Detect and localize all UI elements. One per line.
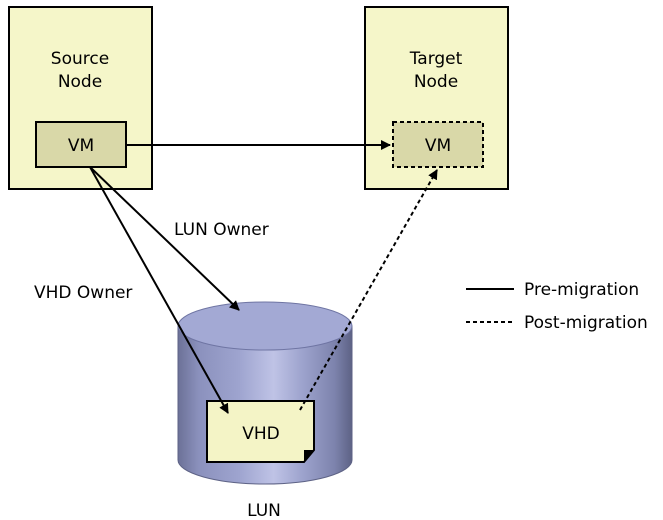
target-vm: VM xyxy=(392,121,484,168)
source-node-label-2: Node xyxy=(58,72,102,92)
vhd-owner-label: VHD Owner xyxy=(34,283,132,303)
vhd-label: VHD xyxy=(242,424,280,444)
lun-owner-label: LUN Owner xyxy=(174,220,269,240)
lun-label: LUN xyxy=(247,501,281,520)
legend-post-migration: Post-migration xyxy=(524,313,648,333)
source-vm-label: VM xyxy=(68,136,94,156)
lun-owner-arrow xyxy=(89,166,240,311)
source-vm: VM xyxy=(35,121,127,168)
vhd-owner-arrow xyxy=(89,166,229,414)
target-node-label-1: Target xyxy=(409,49,463,69)
target-node-label-2: Node xyxy=(414,72,458,92)
vhd-file: VHD xyxy=(206,400,315,463)
legend: Pre-migration Post-migration xyxy=(466,280,648,333)
target-vm-label: VM xyxy=(425,136,451,156)
legend-pre-migration: Pre-migration xyxy=(524,280,639,300)
source-node-label-1: Source xyxy=(51,49,109,69)
